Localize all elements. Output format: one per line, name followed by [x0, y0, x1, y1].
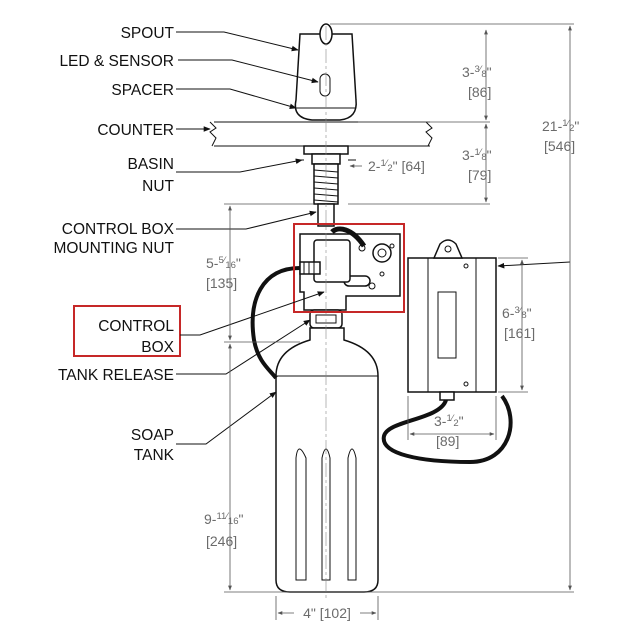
label-led-sensor: LED & SENSOR	[59, 53, 174, 70]
dim-box-width: 3-1⁄2"	[434, 413, 464, 429]
dim-tank-height: 9-11⁄16"	[204, 511, 244, 527]
label-mounting-nut: MOUNTING NUT	[53, 240, 174, 257]
tank-cable	[250, 266, 301, 380]
label-spout: SPOUT	[121, 25, 175, 42]
tube	[330, 226, 367, 248]
control-box-highlight	[293, 223, 405, 313]
label-spacer: SPACER	[111, 82, 174, 99]
label-tank: TANK	[134, 447, 175, 464]
label-counter: COUNTER	[97, 122, 174, 139]
label-soap: SOAP	[131, 427, 174, 444]
label-box: BOX	[141, 339, 174, 356]
dim-basin-nut-width: 2-1⁄2" [64]	[368, 158, 425, 174]
power-cable	[381, 394, 513, 465]
dim-tank-width: 4" [102]	[303, 605, 351, 621]
label-nut: NUT	[142, 178, 174, 195]
dim-total-height-mm: [546]	[544, 138, 575, 154]
dim-box-height: 6-3⁄8"	[502, 305, 532, 321]
dim-tank-height-mm: [246]	[206, 533, 237, 549]
label-tank-release: TANK RELEASE	[58, 367, 174, 384]
dim-spout-height-mm: [86]	[468, 84, 491, 100]
dim-total-height: 21-1⁄2"	[542, 118, 579, 134]
label-control-box-mounting: CONTROL BOX	[62, 221, 175, 238]
dim-box-width-mm: [89]	[436, 433, 459, 449]
control-box	[299, 233, 401, 311]
dim-spout-height: 3-3⁄8"	[462, 64, 492, 80]
dim-control-box-offset: 5-5⁄16"	[206, 255, 241, 271]
power-box	[407, 239, 497, 401]
part-labels: SPOUT LED & SENSOR SPACER COUNTER BASIN …	[53, 25, 174, 464]
connector	[299, 261, 321, 275]
dimension-labels: 3-3⁄8" [86] 3-1⁄8" [79] 2-1⁄2" [64] 21-1…	[204, 64, 579, 622]
callout-leaders	[176, 31, 571, 445]
label-basin: BASIN	[127, 156, 174, 173]
control-box-label-highlight	[73, 305, 181, 357]
dim-below-counter: 3-1⁄8"	[462, 147, 492, 163]
soap-tank	[275, 327, 379, 593]
dim-control-box-offset-mm: [135]	[206, 275, 237, 291]
dim-below-counter-mm: [79]	[468, 167, 491, 183]
sensor-window	[319, 73, 331, 97]
label-control: CONTROL	[98, 318, 174, 335]
dim-box-height-mm: [161]	[504, 325, 535, 341]
dimension-lines	[224, 23, 574, 620]
counter-slab	[209, 121, 433, 147]
